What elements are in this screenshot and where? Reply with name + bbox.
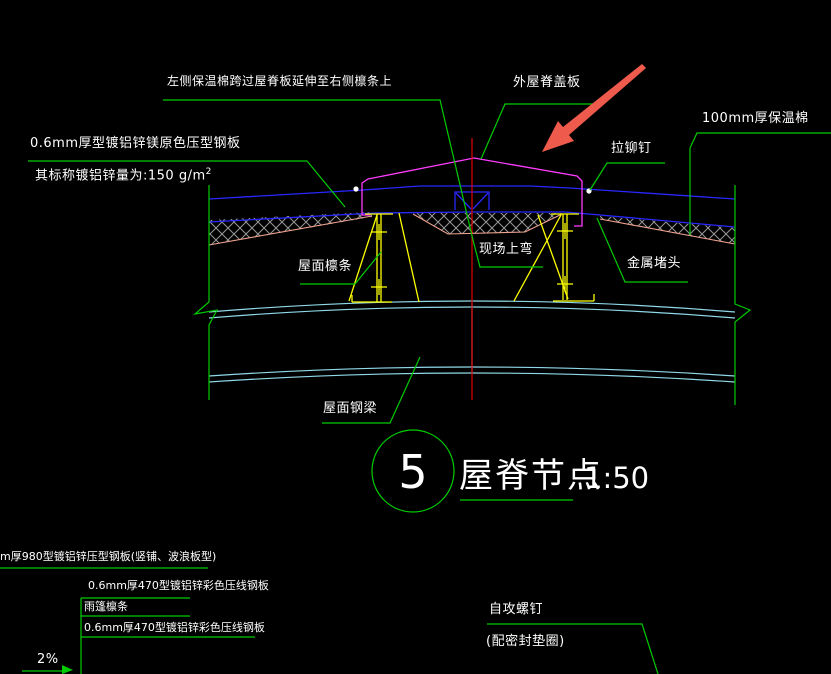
label-slope: 2% (37, 652, 59, 667)
detail-title: 屋脊节点 (459, 456, 603, 496)
purlin-left (348, 212, 420, 303)
break-lines (192, 185, 752, 405)
label-panel-spec-1: 0.6mm厚型镀铝锌镁原色压型钢板 (30, 136, 241, 151)
label-roof-purlin: 屋面檩条 (298, 259, 353, 274)
detail-scale: 1:50 (584, 461, 650, 495)
label-note-980: m厚980型镀铝锌压型钢板(竖铺、波浪板型) (0, 550, 217, 563)
label-panel-spec-2: 其标称镀铝锌量为:150 g/m2 (35, 167, 212, 184)
leader-top-note (163, 99, 543, 268)
detail-number-circle (371, 429, 455, 513)
annotation-arrow (542, 64, 646, 152)
ridge-cap (361, 157, 583, 227)
leader-rivet (589, 162, 665, 191)
slope-arrow (62, 665, 73, 674)
label-screw: 自攻螺钉 (489, 602, 544, 617)
label-metal-plug: 金属堵头 (627, 256, 682, 271)
label-top-note: 左侧保温棉跨过屋脊板延伸至右侧檩条上 (167, 74, 393, 88)
leader-roof-beam (322, 356, 421, 424)
label-roof-beam: 屋面钢梁 (323, 401, 378, 416)
purlins (348, 212, 595, 303)
label-canopy-purlin: 雨篷檩条 (84, 600, 128, 613)
panel-spec-superscript: 2 (205, 167, 212, 177)
label-washer: (配密封垫圈) (486, 634, 565, 649)
leader-metal-plug (596, 217, 688, 283)
leader-screw (487, 623, 659, 674)
leader-insulation (689, 132, 831, 235)
leader-panel-spec (28, 160, 346, 208)
label-insulation-100mm: 100mm厚保温棉 (702, 111, 809, 126)
label-note-470-b: 0.6mm厚470型镀铝锌彩色压线钢板 (84, 621, 265, 634)
label-outer-ridge-cap: 外屋脊盖板 (513, 75, 581, 90)
roof-panels (208, 185, 736, 228)
detail-number: 5 (398, 445, 428, 499)
label-field-bend: 现场上弯 (479, 242, 534, 257)
rivet-dot-left (353, 186, 359, 192)
insulation-liner-lines (208, 213, 736, 246)
label-note-470-a: 0.6mm厚470型镀铝锌彩色压线钢板 (88, 579, 269, 592)
leader-roof-purlin (300, 251, 382, 285)
panel-spec-text: 其标称镀铝锌量为:150 g/m (35, 168, 206, 184)
label-rivet: 拉铆钉 (611, 141, 652, 156)
callout-leaders (28, 99, 831, 513)
purlin-right (513, 213, 595, 302)
leader-outer-cap (480, 103, 597, 160)
bottom-detail-lines (0, 567, 659, 674)
